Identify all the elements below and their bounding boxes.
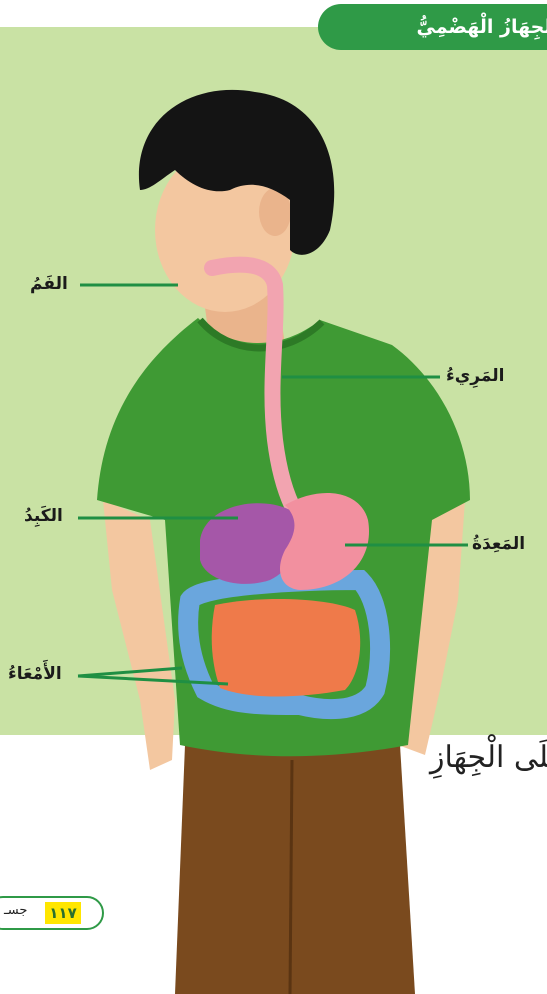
pants	[175, 745, 415, 994]
label-mouth: الفَمُ	[30, 274, 68, 294]
page-number: ١١٧	[45, 902, 81, 924]
pants-seam	[290, 760, 292, 994]
page-number-badge: ١١٧ جسـ	[0, 896, 104, 930]
body-text-fragment: عَلَى الْجِهَازِ	[430, 740, 547, 775]
small-intestine-organ	[212, 599, 360, 697]
label-esophagus: المَرِيءُ	[446, 366, 504, 386]
label-liver: الكَبِدُ	[24, 506, 63, 526]
page-footer-word: جسـ	[4, 903, 27, 918]
left-arm	[103, 500, 175, 770]
label-intestines: الأَمْعَاءُ	[8, 664, 62, 684]
label-stomach: المَعِدَةُ	[472, 534, 525, 554]
